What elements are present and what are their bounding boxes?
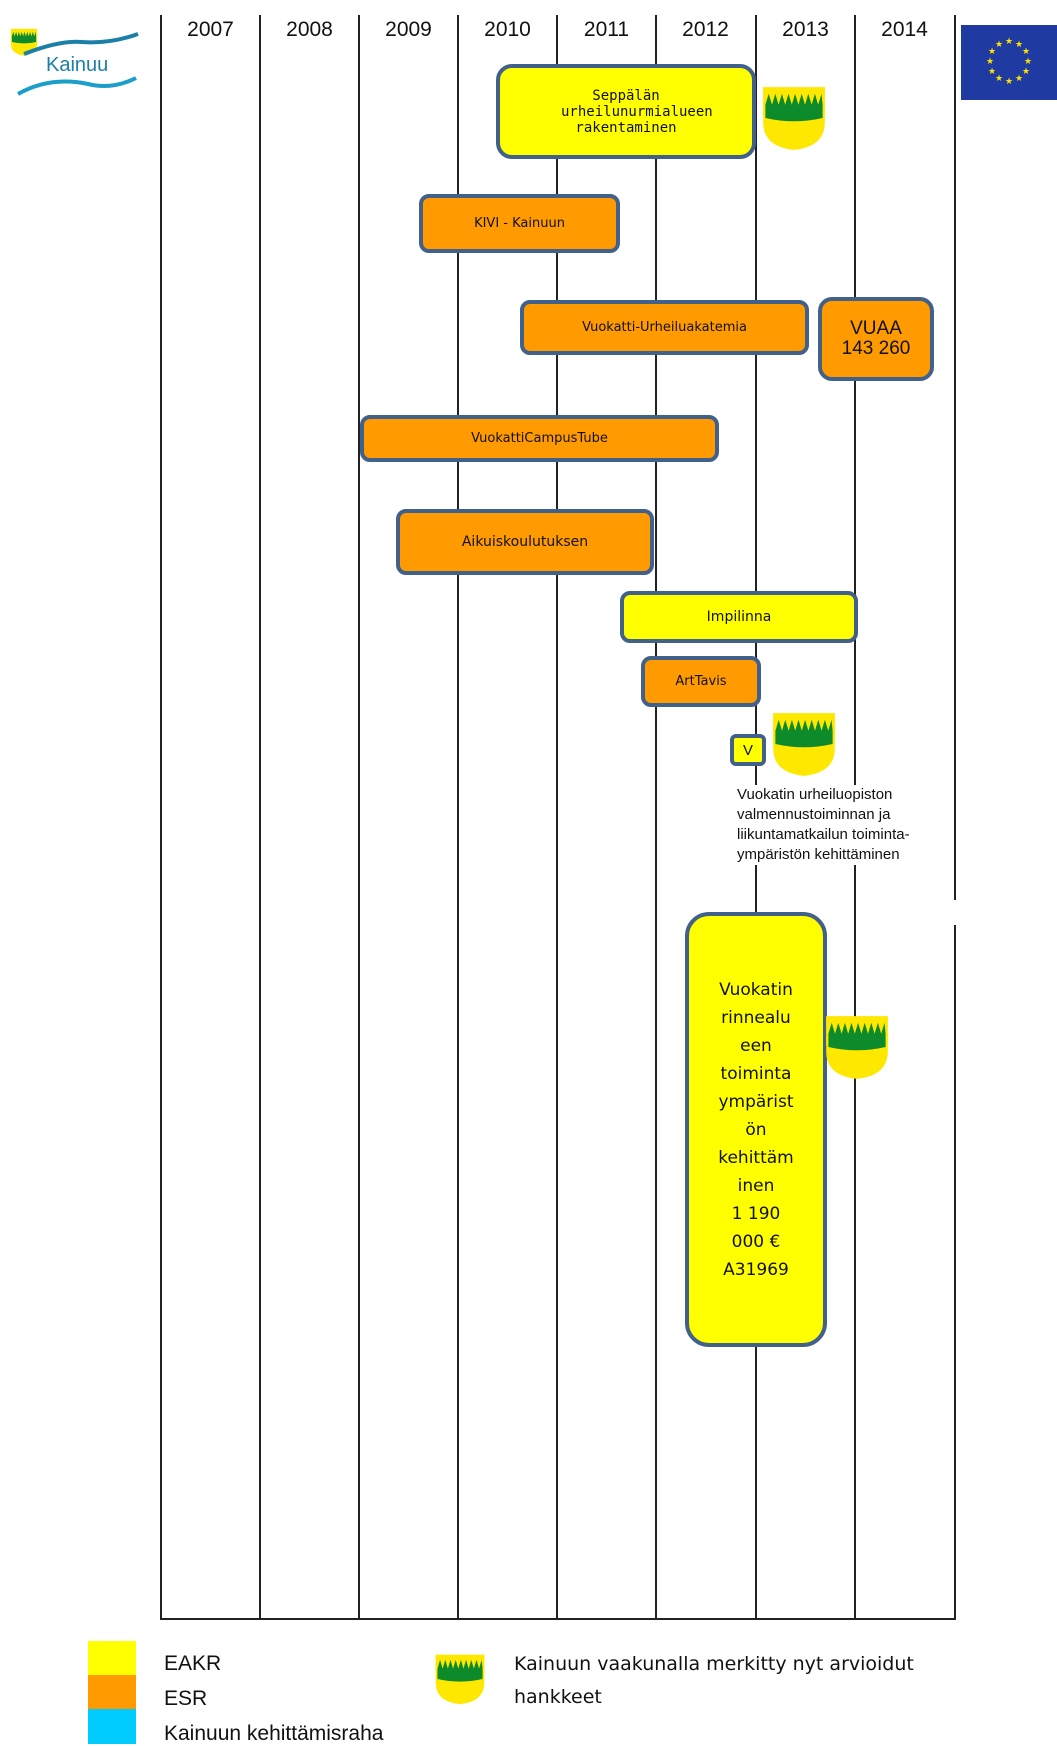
project-v: V [730, 734, 766, 766]
coat-of-arms-icon [771, 711, 837, 777]
legend-coat-of-arms-icon [434, 1653, 486, 1705]
year-label: 2013 [782, 18, 829, 41]
year-gridline [259, 15, 261, 1620]
project-v-label: V [742, 741, 753, 759]
project-v-description: Vuokatin urheiluopiston valmennustoiminn… [737, 785, 914, 865]
legend-coat-note: Kainuun vaakunalla merkitty nyt arvioidu… [514, 1648, 914, 1714]
svg-text:★: ★ [988, 67, 996, 77]
legend-swatch-kehittamisraha [88, 1709, 136, 1744]
description-line: Vuokatin urheiluopiston [737, 786, 893, 803]
legend-swatch-esr [88, 1675, 136, 1709]
project-arttavis-label: ArtTavis [675, 674, 727, 689]
year-label: 2007 [187, 18, 234, 41]
legend-coat-note-line: Kainuun vaakunalla merkitty nyt arvioidu… [514, 1653, 914, 1675]
rinne-line: ympärist [718, 1091, 794, 1112]
svg-text:★: ★ [1005, 37, 1013, 47]
year-label: 2010 [484, 18, 531, 41]
year-label: 2011 [583, 18, 630, 41]
timeline-baseline [160, 1618, 956, 1620]
svg-text:★: ★ [1022, 67, 1030, 77]
year-gridline [358, 15, 360, 1620]
project-rinnealue: Vuokatin rinnealu een toiminta ympärist … [685, 912, 827, 1347]
kainuu-logo: Kainuu [10, 20, 140, 100]
project-campustube-label: VuokattiCampusTube [471, 431, 608, 446]
legend-label-kehittamisraha: Kainuun kehittämisraha [164, 1722, 384, 1745]
rinne-line: inen [737, 1175, 775, 1196]
project-campustube: VuokattiCampusTube [360, 415, 719, 462]
rinne-line: een [740, 1035, 772, 1056]
project-vuaa-amount: 143 260 [841, 338, 911, 359]
legend-label-eakr: EAKR [164, 1652, 222, 1675]
project-seppala-label: Seppälän urheilunurmialueen rakentaminen [561, 87, 713, 136]
description-line: valmennustoiminnan ja [737, 806, 891, 823]
rinne-line: ön [745, 1119, 767, 1140]
project-aikuiskoulutus: Aikuiskoulutuksen [396, 509, 654, 575]
svg-text:★: ★ [1015, 74, 1023, 84]
description-line: ympäristön kehittäminen [737, 846, 900, 863]
svg-text:★: ★ [1022, 47, 1030, 57]
eu-flag-icon [961, 25, 1057, 100]
logo-text: Kainuu [46, 54, 109, 76]
year-label: 2012 [682, 18, 729, 41]
year-gridline [457, 15, 459, 1620]
coat-of-arms-icon [761, 85, 827, 151]
project-vuokatti-urheiluakatemia-label: Vuokatti-Urheiluakatemia [582, 320, 747, 335]
svg-text:★: ★ [988, 47, 996, 57]
project-impilinna-label: Impilinna [706, 609, 772, 625]
project-arttavis: ArtTavis [641, 656, 761, 707]
project-vuaa: VUAA 143 260 [818, 297, 934, 381]
project-vuaa-name: VUAA [850, 318, 902, 339]
legend-coat-note-line: hankkeet [514, 1686, 602, 1708]
project-kivi: KIVI - Kainuun [419, 194, 620, 253]
rinne-line: rinnealu [721, 1007, 791, 1028]
rinne-line: Vuokatin [719, 979, 793, 1000]
svg-text:★: ★ [1015, 40, 1023, 50]
svg-text:★: ★ [995, 40, 1003, 50]
rinne-line: kehittäm [718, 1147, 794, 1168]
eu-stars-icon: ★★★ ★★★ ★★★ ★★★ [986, 37, 1032, 87]
svg-text:★: ★ [995, 74, 1003, 84]
project-kivi-label: KIVI - Kainuun [474, 216, 565, 231]
rinne-line: 000 € [731, 1231, 781, 1252]
year-gridline [556, 15, 558, 1620]
rinne-line: 1 190 [731, 1203, 781, 1224]
wave-icon [17, 32, 139, 96]
year-label: 2008 [286, 18, 333, 41]
coat-of-arms-icon [824, 1014, 890, 1080]
year-gridline [655, 15, 657, 1620]
svg-text:★: ★ [1024, 57, 1032, 67]
project-aikuiskoulutus-label: Aikuiskoulutuksen [461, 534, 589, 550]
year-gridline [954, 925, 956, 1620]
rinne-line: toiminta [720, 1063, 792, 1084]
description-line: liikuntamatkailun toiminta- [737, 826, 910, 843]
svg-text:★: ★ [1005, 77, 1013, 87]
svg-text:★: ★ [986, 57, 994, 67]
project-seppala: Seppälän urheilunurmialueen rakentaminen [496, 64, 756, 159]
legend-swatch-eakr [88, 1641, 136, 1675]
project-impilinna: Impilinna [620, 591, 858, 643]
year-label: 2009 [385, 18, 432, 41]
rinne-line: A31969 [723, 1259, 789, 1280]
year-label: 2014 [881, 18, 928, 41]
year-gridline [160, 15, 162, 1620]
project-vuokatti-urheiluakatemia: Vuokatti-Urheiluakatemia [520, 300, 809, 355]
year-gridline [954, 15, 956, 900]
legend-label-esr: ESR [164, 1687, 208, 1710]
